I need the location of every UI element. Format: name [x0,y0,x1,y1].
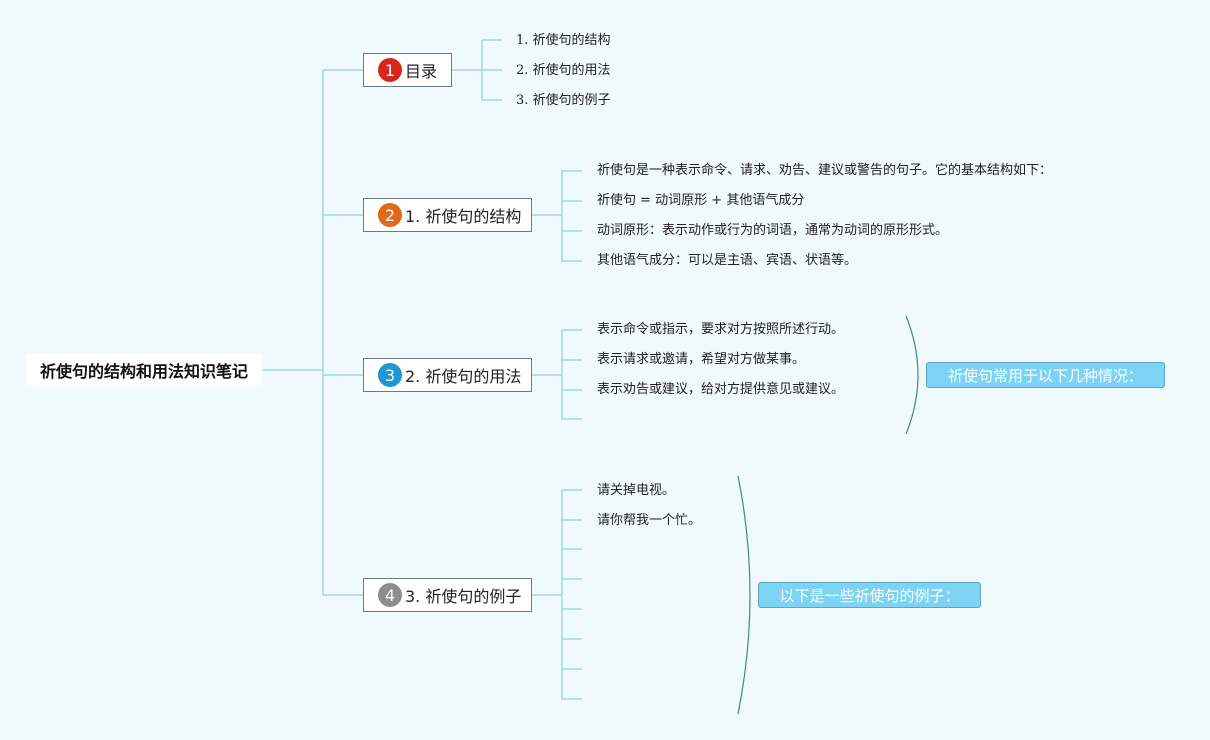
structure-item-2[interactable]: 祈使句 = 动词原形 + 其他语气成分 [597,193,805,208]
example-item-1[interactable]: 请关掉电视。 [597,483,676,498]
number-badge-2: 2 [378,203,402,227]
usage-item-3[interactable]: 表示劝告或建议，给对方提供意见或建议。 [597,382,845,397]
root-topic[interactable]: 祈使句的结构和用法知识笔记 [26,354,262,386]
summary-brace-examples [737,475,751,715]
subtopic-contents-1[interactable]: 1. 祈使句的结构 [516,33,611,48]
structure-item-4[interactable]: 其他语气成分：可以是主语、宾语、状语等。 [597,253,858,268]
topic-structure[interactable]: 2 1. 祈使句的结构 [363,198,532,232]
topic-examples[interactable]: 4 3. 祈使句的例子 [363,578,532,612]
topic-label: 目录 [405,62,438,81]
summary-examples[interactable]: 以下是一些祈使句的例子： [758,582,981,608]
structure-item-1[interactable]: 祈使句是一种表示命令、请求、劝告、建议或警告的句子。它的基本结构如下： [597,163,1053,178]
subtopic-contents-2[interactable]: 2. 祈使句的用法 [516,63,611,78]
topic-label: 3. 祈使句的例子 [405,587,522,606]
summary-brace-usage [905,315,919,435]
root-title: 祈使句的结构和用法知识笔记 [39,362,248,381]
usage-item-1[interactable]: 表示命令或指示，要求对方按照所述行动。 [597,322,845,337]
example-item-2[interactable]: 请你帮我一个忙。 [597,513,702,528]
summary-usage[interactable]: 祈使句常用于以下几种情况： [926,362,1165,388]
structure-item-3[interactable]: 动词原形：表示动作或行为的词语，通常为动词的原形形式。 [597,223,949,238]
topic-label: 2. 祈使句的用法 [405,367,522,386]
number-badge-3: 3 [378,363,402,387]
usage-item-2[interactable]: 表示请求或邀请，希望对方做某事。 [597,352,806,367]
topic-label: 1. 祈使句的结构 [405,207,522,226]
topic-contents[interactable]: 1 目录 [363,53,452,87]
subtopic-contents-3[interactable]: 3. 祈使句的例子 [516,93,611,108]
number-badge-1: 1 [378,58,402,82]
topic-usage[interactable]: 3 2. 祈使句的用法 [363,358,532,392]
number-badge-4: 4 [378,583,402,607]
